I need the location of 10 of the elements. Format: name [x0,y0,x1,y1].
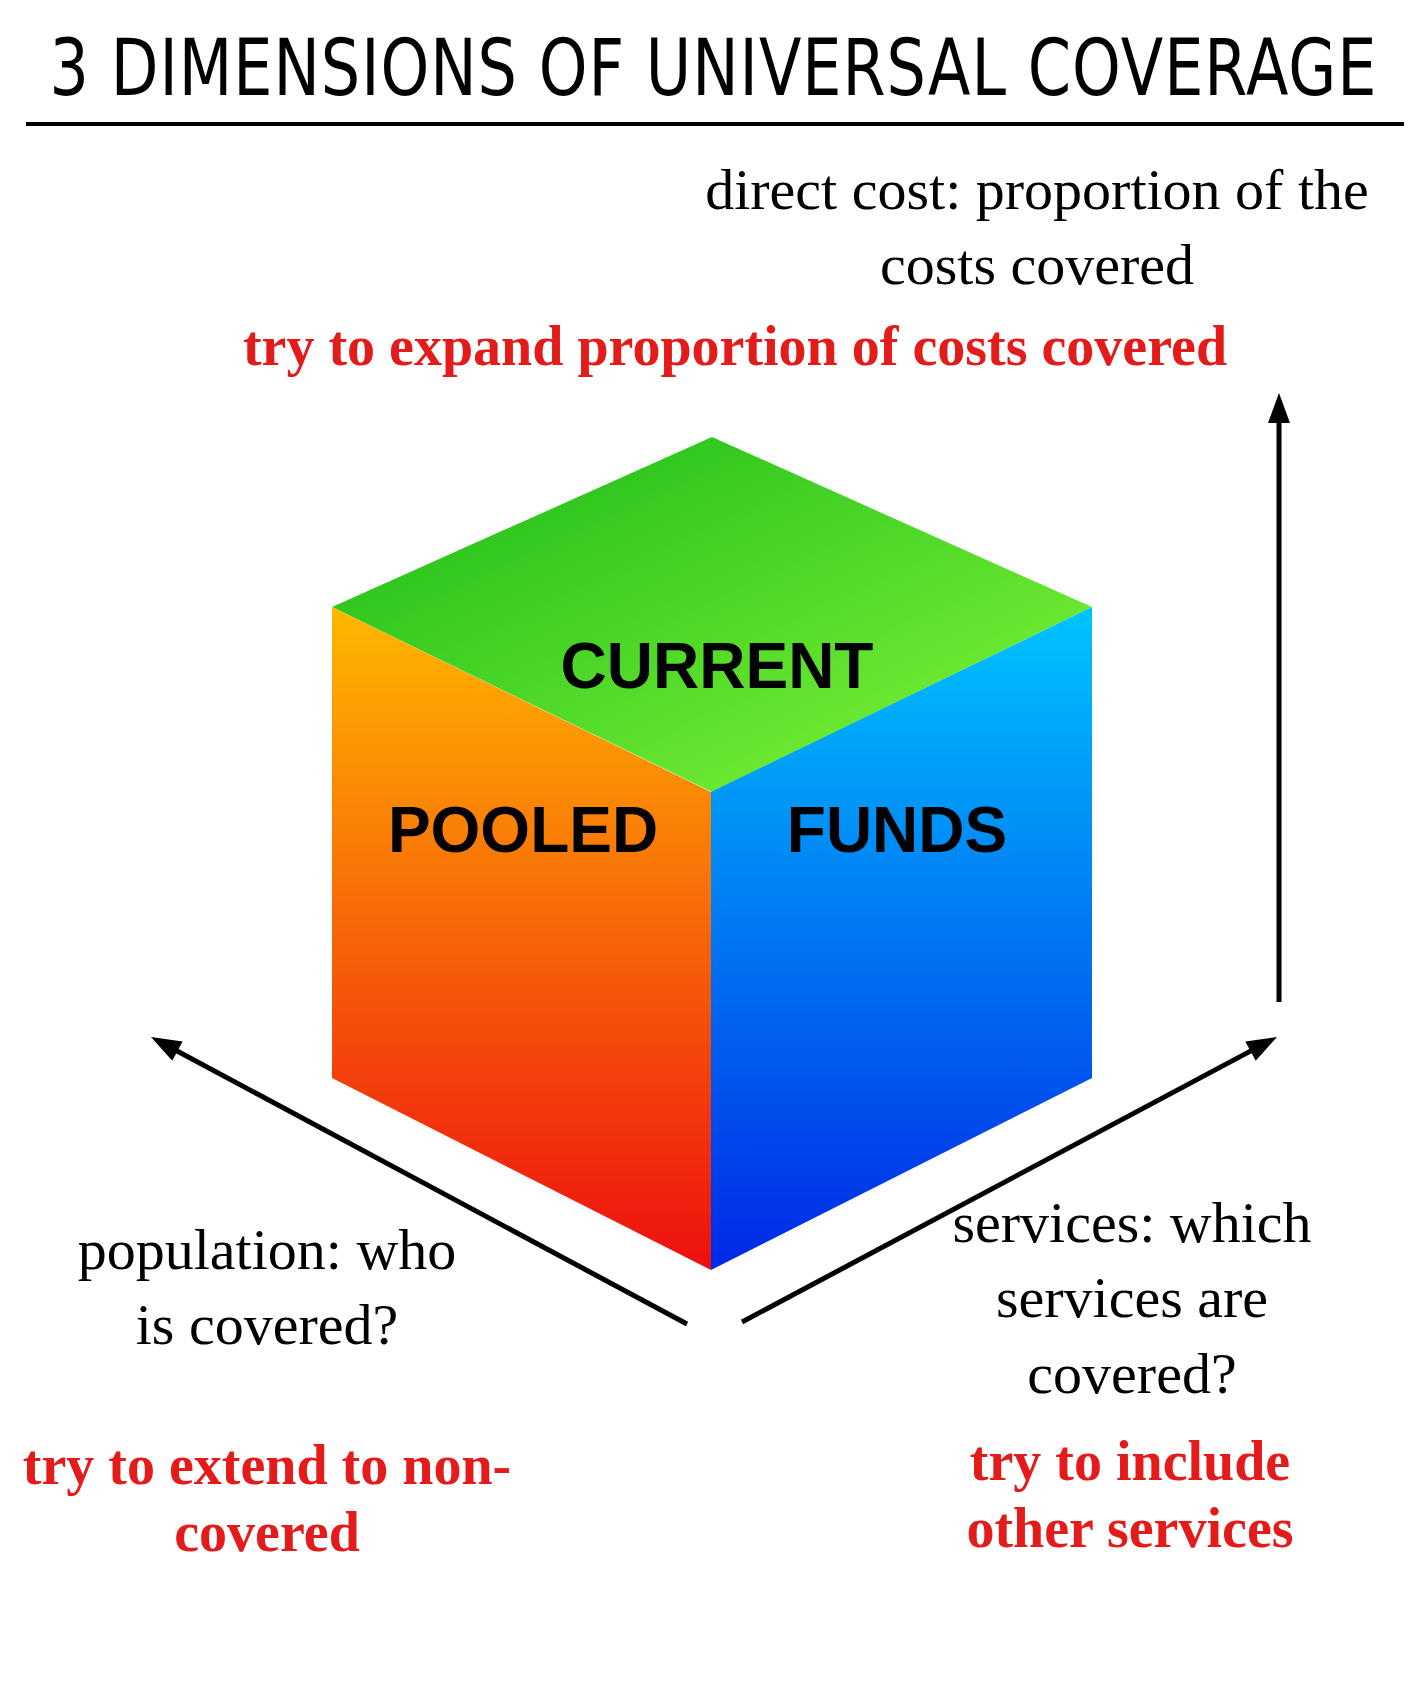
goal-note: try to expand proportion of costs covered [241,314,1229,379]
face-label: POOLED [387,793,659,867]
face-label: CURRENT [560,629,874,703]
title: 3 DIMENSIONS OF UNIVERSAL COVERAGE [48,22,1379,114]
face-label: FUNDS [786,793,1008,867]
goal-note: try to include other services [965,1429,1295,1562]
goal-note: try to extend to non-covered [21,1433,513,1566]
axis-caption: services: which services are covered? [951,1189,1313,1408]
axis-caption: direct cost: proportion of the costs covered [704,156,1370,300]
axis-caption: population: who is covered? [76,1216,458,1360]
